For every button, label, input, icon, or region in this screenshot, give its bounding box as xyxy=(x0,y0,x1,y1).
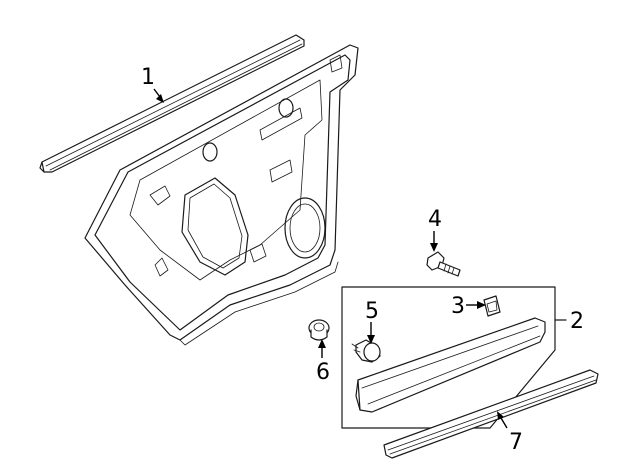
bolt xyxy=(426,251,461,277)
belt-weatherstrip xyxy=(39,34,305,173)
grommet xyxy=(308,319,330,341)
moulding-clip xyxy=(483,295,501,317)
callout-2: 2 xyxy=(570,309,584,334)
callout-4: 4 xyxy=(428,207,442,232)
moulding-group-box xyxy=(341,286,567,429)
callout-5: 5 xyxy=(365,299,379,324)
callout-1: 1 xyxy=(141,65,155,90)
callout-6: 6 xyxy=(316,360,330,385)
door-inner-panel xyxy=(84,44,359,346)
push-clip xyxy=(351,339,381,363)
lower-moulding-strip xyxy=(383,369,599,459)
leader-arrows xyxy=(153,88,508,429)
callout-7: 7 xyxy=(509,430,523,455)
door-moulding xyxy=(355,317,546,413)
callout-3: 3 xyxy=(451,294,465,319)
